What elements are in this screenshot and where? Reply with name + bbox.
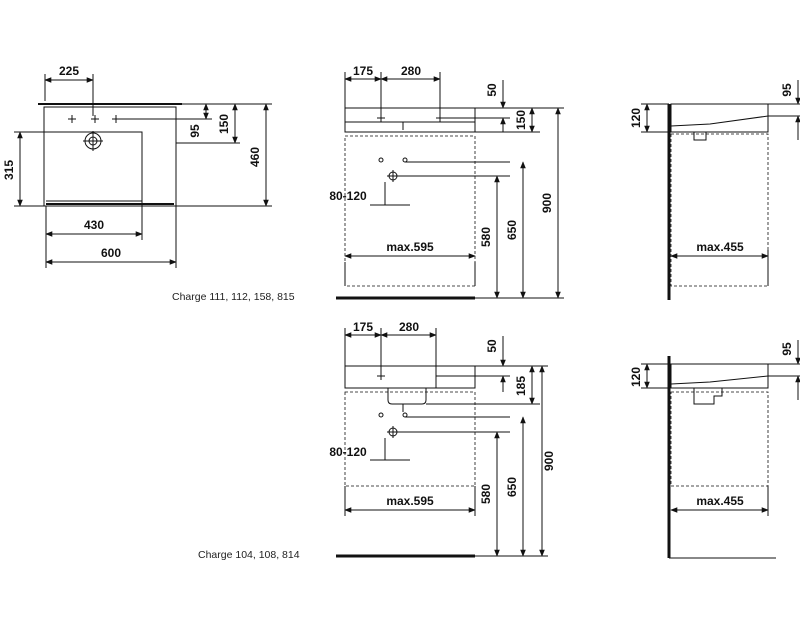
front-view-2: 175 280 50 185 80-120 580 650 900 max.59… [198,320,556,561]
dim-max455: max.455 [696,240,744,254]
dim-650: 650 [505,477,519,497]
caption-charge-1: Charge 111, 112, 158, 815 [172,291,295,303]
dim-225: 225 [59,64,79,78]
basin-side-profile [670,363,769,389]
cabinet-outline [344,135,476,287]
dim-580: 580 [479,227,493,247]
dim-280: 280 [401,64,421,78]
dim-150: 150 [217,114,231,134]
dim-650: 650 [505,220,519,240]
tap-hole-crosses [68,115,120,123]
dim-430: 430 [84,218,104,232]
dim-460: 460 [248,147,262,167]
dim-900: 900 [540,193,554,213]
wall-connections [378,412,408,438]
cabinet-side-outline [670,133,769,287]
dim-80-120: 80-120 [329,445,367,459]
dim-580: 580 [479,484,493,504]
dim-120: 120 [629,367,643,387]
cabinet-outline [344,391,476,487]
dim-185: 185 [514,376,528,396]
drain-symbol [83,131,103,151]
dim-max595: max.595 [386,494,434,508]
basin-front-body [344,107,476,133]
dim-600: 600 [101,246,121,260]
dim-max455: max.455 [696,494,744,508]
dim-95: 95 [188,124,202,138]
dim-50: 50 [485,339,499,353]
basin-side-profile [670,103,769,133]
dim-315: 315 [2,160,16,180]
dim-150: 150 [514,110,528,130]
dim-95: 95 [780,83,794,97]
siphon-cover [387,388,427,405]
basin-bowl [46,131,143,202]
plan-view: 225 150 95 460 315 430 600 Charge 111, 1… [2,64,295,303]
dim-280: 280 [399,320,419,334]
dim-900: 900 [542,451,556,471]
front-view-1: 175 280 50 150 80-120 580 650 900 max.59… [329,64,564,300]
dim-175: 175 [353,64,373,78]
dim-120: 120 [629,108,643,128]
siphon-side [693,388,723,405]
caption-charge-2: Charge 104, 108, 814 [198,549,300,561]
side-view-1: 95 120 max.455 [629,80,800,300]
dim-95: 95 [780,342,794,356]
side-view-2: 95 120 max.455 [629,340,800,559]
dim-max595: max.595 [386,240,434,254]
basin-front-body [344,365,476,389]
dim-80-120: 80-120 [329,189,367,203]
basin-outline [43,106,177,207]
dim-175: 175 [353,320,373,334]
dim-50: 50 [485,83,499,97]
wall-connections [378,157,408,182]
cabinet-side-outline [670,391,769,487]
